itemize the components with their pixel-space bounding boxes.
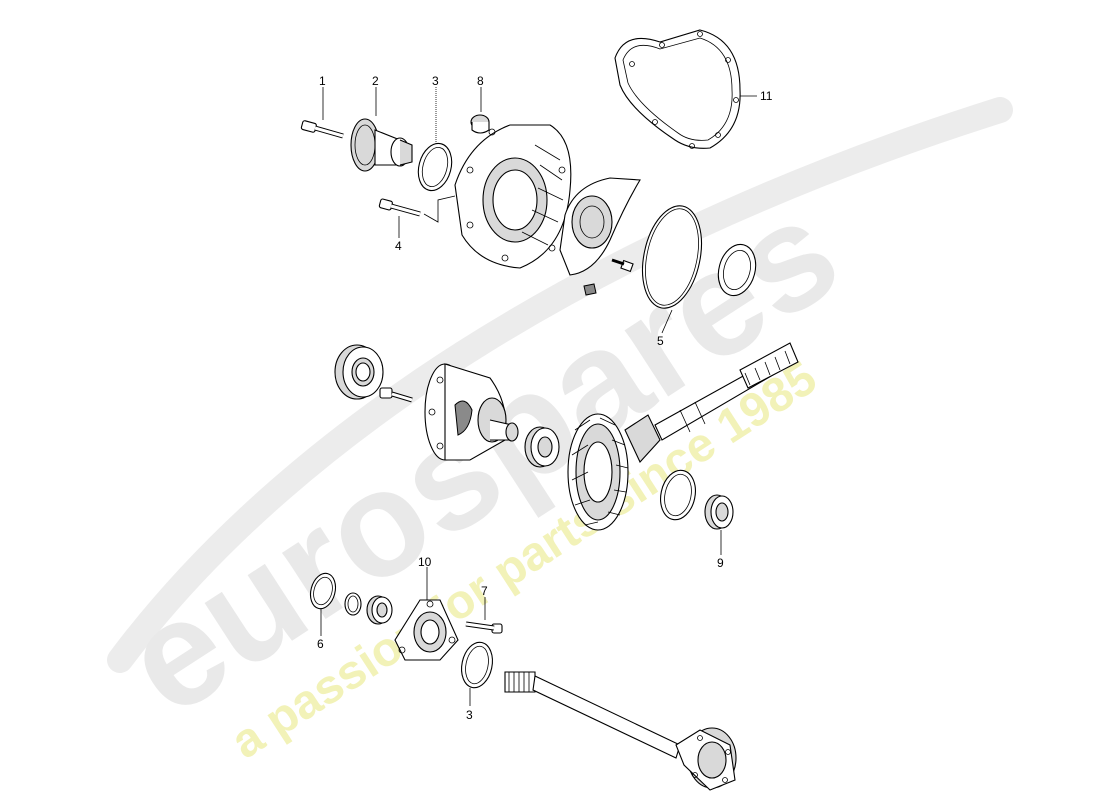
callout-leaders [320,87,757,706]
seal-ring-right [717,243,757,297]
small-bearing [366,595,393,625]
watermark-swoosh [107,97,1013,673]
part-3-ring-top [417,142,453,192]
part-7-bolt [465,621,503,634]
differential-carrier [424,363,519,461]
callout-3-top: 3 [432,74,439,88]
seal-ring-9-a [660,469,696,521]
shield-plate [559,177,641,296]
final-drive-housing [454,124,572,269]
callout-6: 6 [317,637,324,651]
drive-shaft [504,671,737,791]
diff-bolt [379,387,413,403]
callout-4: 4 [395,239,402,253]
callout-8: 8 [477,74,484,88]
callout-1: 1 [319,74,326,88]
callout-7: 7 [481,584,488,598]
callout-10: 10 [418,555,432,569]
pinion-shaft [624,342,799,463]
callout-11: 11 [760,89,773,103]
callout-3-bottom: 3 [466,708,473,722]
part-4-bolt [378,195,456,223]
ring-gear [567,413,629,531]
part-8-plug [470,114,490,134]
part-6-ring [309,572,337,610]
callout-2: 2 [372,74,379,88]
bearing-left [334,344,384,400]
part-5-oring [642,205,702,309]
bearing-middle [524,426,560,468]
part-1-bolt [300,120,344,139]
part-10-bearing-housing [394,599,459,661]
part-3-ring-bottom [461,641,493,689]
small-ring [344,592,362,616]
part-11-gasket [614,29,741,149]
callout-9: 9 [717,556,724,570]
part-9-seal [704,494,734,530]
callout-labels: 1 2 3 8 11 4 5 9 10 7 6 3 [317,74,773,722]
part-2-flange [350,118,413,172]
callout-5: 5 [657,334,664,348]
